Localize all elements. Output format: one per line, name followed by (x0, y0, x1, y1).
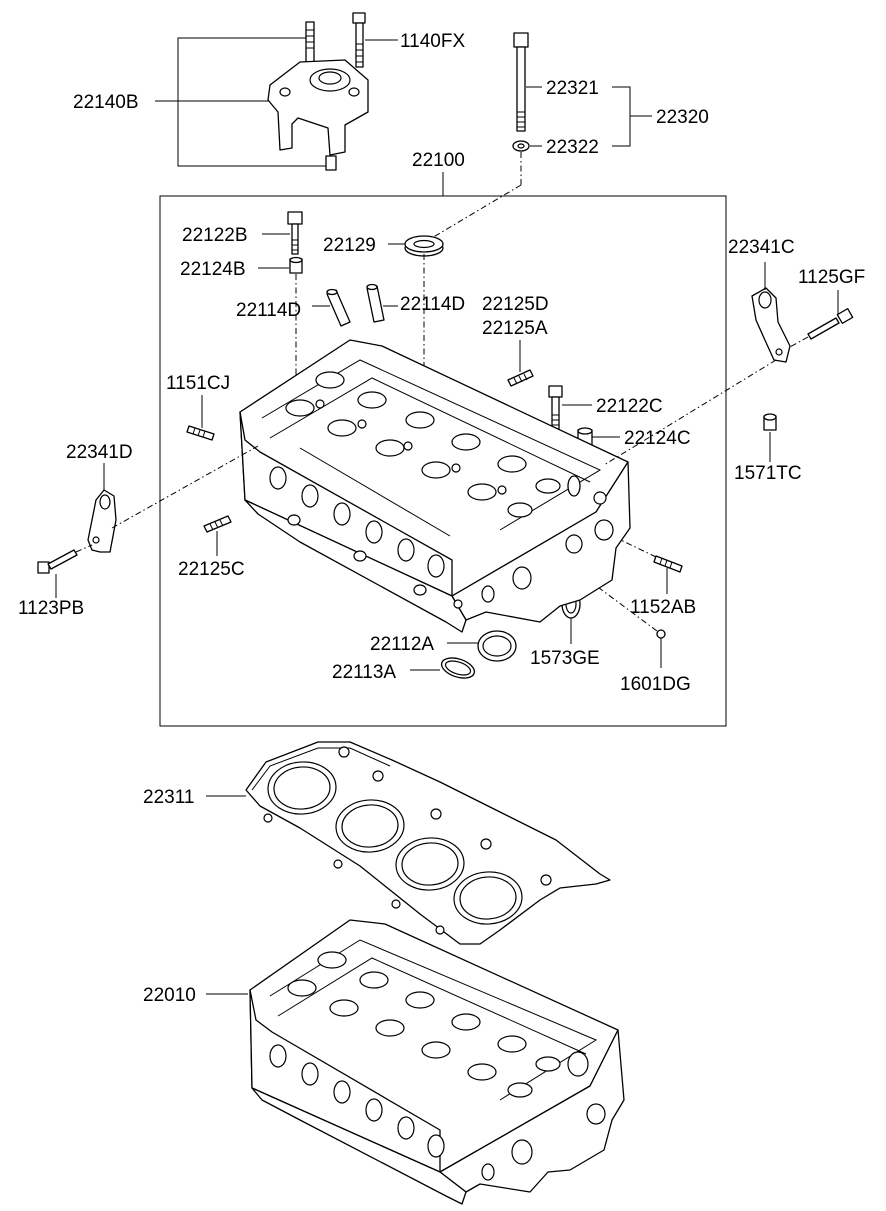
label-22112A: 22112A (370, 634, 434, 655)
label-22140B: 22140B (73, 92, 139, 113)
bracket-22341C (603, 262, 854, 466)
guides-22114D (312, 283, 398, 327)
bracket-22140B-group (155, 12, 398, 171)
label-22122C: 22122C (596, 396, 663, 417)
label-1140FX: 1140FX (400, 31, 465, 52)
label-1152AB: 1152AB (630, 597, 696, 618)
label-22311: 22311 (143, 787, 194, 808)
label-22341D: 22341D (66, 442, 133, 463)
label-22010: 22010 (143, 985, 196, 1006)
cap-1571TC (763, 413, 777, 462)
cylinder-head-22010 (206, 919, 625, 1205)
label-1123PB: 1123PB (18, 598, 84, 619)
label-22320: 22320 (656, 107, 709, 128)
stud-1151CJ (186, 395, 215, 441)
bolt-22122B (262, 211, 303, 255)
label-22124C: 22124C (624, 428, 691, 449)
cap-22124B (258, 256, 303, 430)
gasket-22112A (447, 630, 517, 662)
label-22100: 22100 (412, 150, 465, 171)
stud-22125C (203, 515, 232, 556)
label-1601DG: 1601DG (620, 674, 691, 695)
label-22113A: 22113A (332, 662, 396, 683)
label-1571TC: 1571TC (734, 463, 802, 484)
label-22125D: 22125D (482, 294, 549, 315)
label-22114D-right: 22114D (400, 294, 465, 315)
label-22124B: 22124B (180, 259, 246, 280)
label-22129: 22129 (323, 235, 376, 256)
head-gasket-22311 (206, 741, 611, 945)
callout-labels: 1140FX 22140B 22321 22320 22322 22100 22… (18, 31, 865, 1006)
stud-1152AB (599, 529, 683, 594)
label-22321: 22321 (546, 78, 599, 99)
bracket-22341D (37, 445, 259, 598)
label-22125A: 22125A (482, 318, 548, 339)
gasket-22113A (410, 657, 476, 679)
label-22114D-left: 22114D (236, 300, 301, 321)
label-1573GE: 1573GE (530, 648, 600, 669)
label-22322: 22322 (546, 137, 599, 158)
label-22122B: 22122B (182, 225, 248, 246)
cylinder-head-assembly (239, 339, 631, 633)
label-22125C: 22125C (178, 559, 245, 580)
bolt-22321-group (419, 32, 652, 246)
label-1151CJ: 1151CJ (166, 373, 230, 394)
label-1125GF: 1125GF (798, 267, 865, 288)
plug-22129 (388, 235, 444, 430)
label-22341C: 22341C (728, 237, 795, 258)
stud-22125D (507, 340, 534, 387)
